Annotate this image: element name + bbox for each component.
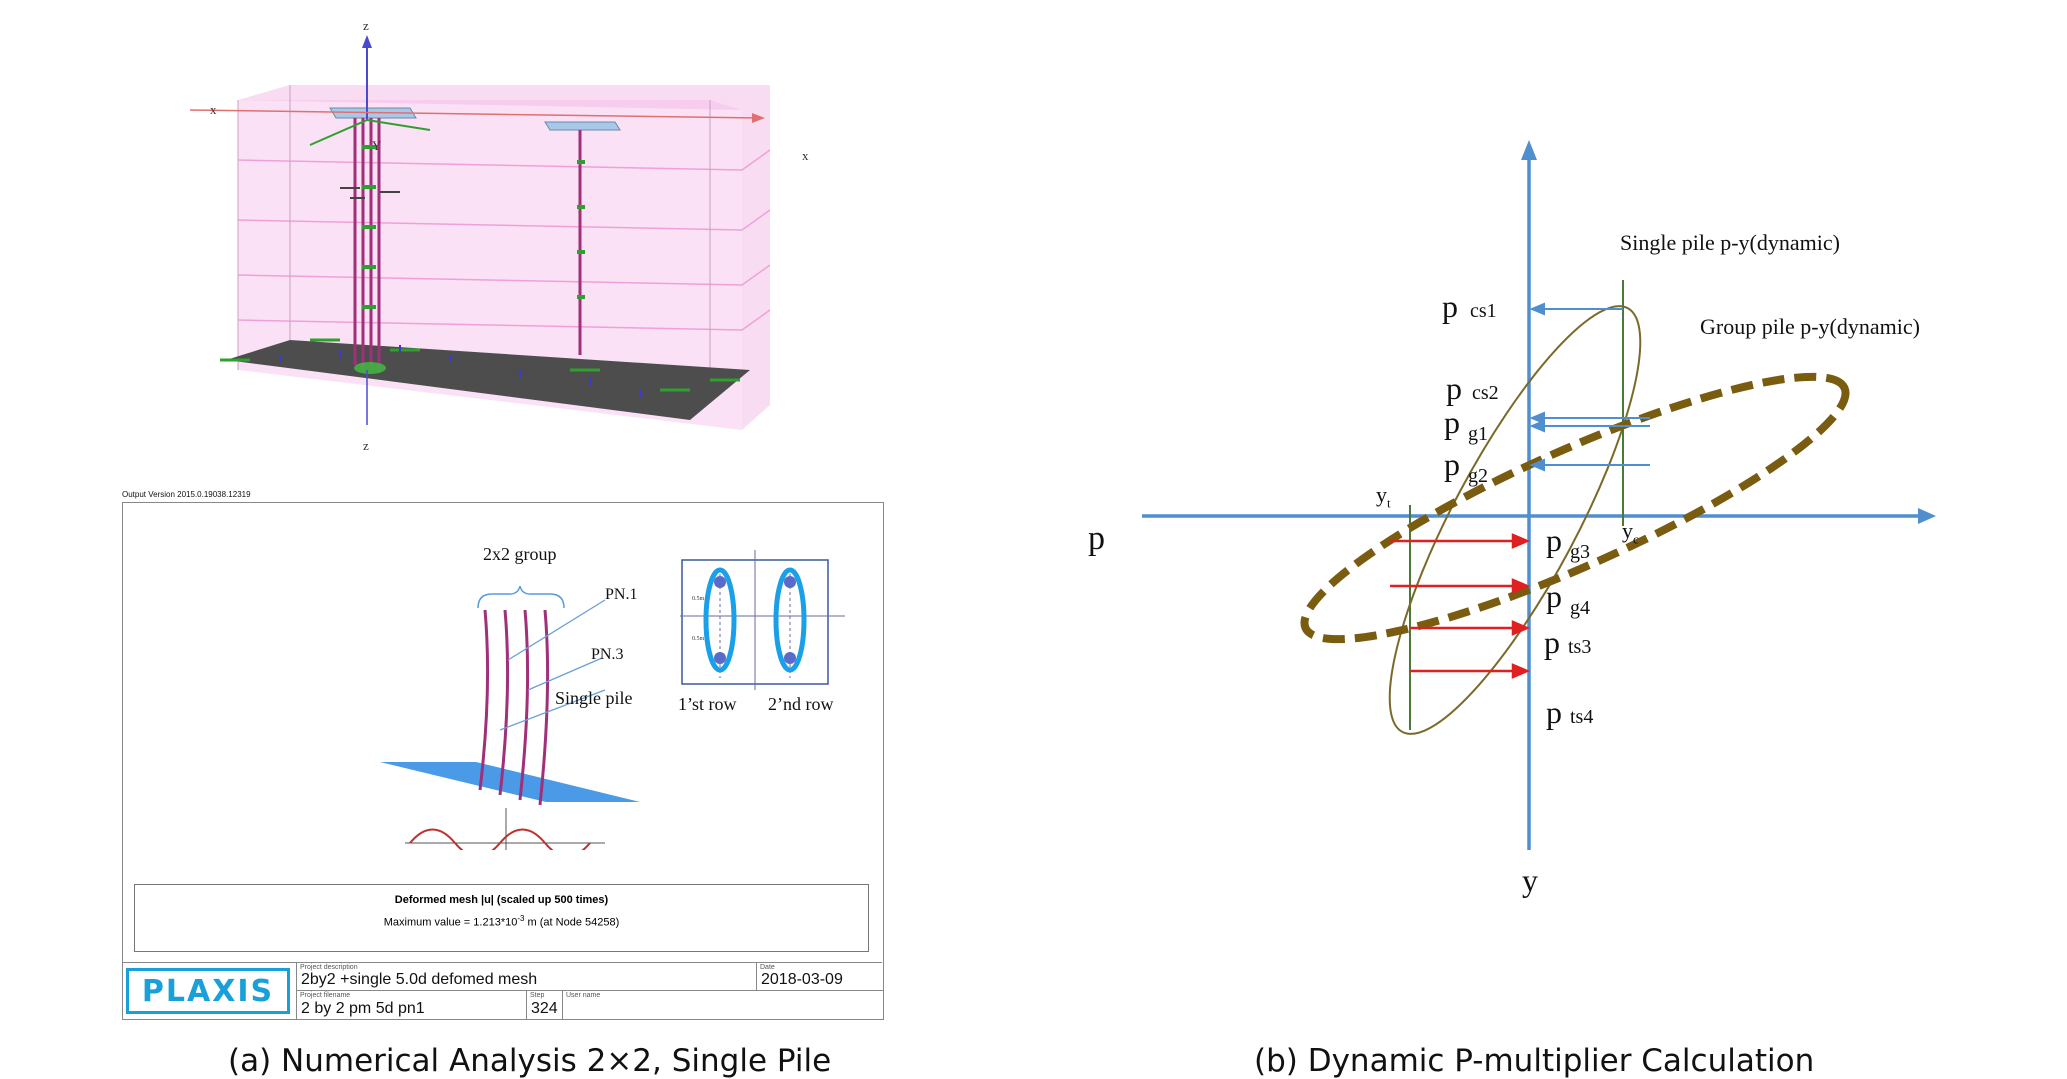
result-max-prefix: Maximum value = 1.213*10: [383, 916, 518, 929]
base-plate: [226, 340, 750, 420]
date-label: Date: [760, 964, 775, 971]
label-pcs1: p cs1: [1442, 288, 1497, 325]
result-box: Deformed mesh |u| (scaled up 500 times) …: [134, 884, 869, 952]
pcs2-main: p: [1446, 370, 1462, 406]
output-version: Output Version 2015.0.19038.12319: [122, 490, 251, 499]
group-label: 2x2 group: [483, 544, 557, 564]
user-label: User name: [566, 992, 601, 999]
pg1-sub: g1: [1468, 423, 1488, 446]
axis-x-right: x: [802, 148, 809, 163]
file-value: 2 by 2 pm 5d pn1: [301, 1000, 425, 1017]
date-cell: Date 2018-03-09: [756, 963, 883, 991]
pcs1-sub: cs1: [1470, 300, 1497, 322]
plaxis-3d-model: z z x x Y: [190, 18, 809, 453]
pts4-sub: ts4: [1570, 706, 1594, 728]
group-pile-py-label: Group pile p-y(dynamic): [1700, 314, 1920, 339]
result-max-value: Maximum value = 1.213*10-3 m (at Node 54…: [135, 914, 868, 929]
pg4-main: p: [1546, 578, 1562, 614]
pn3-label: PN.3: [591, 646, 624, 663]
pcs2-sub: cs2: [1472, 382, 1499, 404]
axis-z-top: z: [363, 18, 369, 33]
deformed-piles-schematic: [380, 585, 640, 850]
yt-main: y: [1376, 482, 1387, 507]
pg3-sub: g3: [1570, 541, 1590, 564]
yc-main: y: [1622, 518, 1633, 543]
label-pcs2: p cs2: [1446, 370, 1499, 407]
group-pile-ellipse: [1300, 372, 1850, 644]
file-cell: Project filename 2 by 2 pm 5d pn1: [296, 991, 527, 1019]
py-diagram: [1142, 140, 1936, 850]
label-pg3: p g3: [1546, 522, 1590, 564]
yc-sub: c: [1633, 531, 1639, 547]
axis-p-label: p: [1088, 520, 1105, 557]
spacing-label-top: 0.5m: [692, 596, 705, 602]
single-pile-label: Single pile: [555, 688, 633, 708]
pn1-label: PN.1: [605, 586, 638, 603]
yc-label: yc: [1622, 518, 1639, 547]
row1-label: 1’st row: [678, 694, 737, 714]
pg2-sub: g2: [1468, 465, 1488, 488]
desc-cell: Project description 2by2 +single 5.0d de…: [296, 963, 757, 991]
file-label: Project filename: [300, 992, 351, 999]
single-pile-ellipse: [1388, 305, 1642, 735]
pcs1-main: p: [1442, 288, 1458, 324]
single-pile-py-label: Single pile p-y(dynamic): [1620, 230, 1840, 255]
caption-b: (b) Dynamic P-multiplier Calculation: [1254, 1043, 1815, 1079]
step-label: Step: [530, 992, 545, 999]
label-pg1: p g1: [1444, 404, 1488, 446]
pg1-main: p: [1444, 404, 1460, 440]
result-title: Deformed mesh |u| (scaled up 500 times): [394, 894, 609, 906]
spacing-label-bottom: 0.5m: [692, 636, 705, 642]
pts3-main: p: [1544, 624, 1560, 660]
row2-label: 2’nd row: [768, 694, 834, 714]
pts4-main: p: [1546, 694, 1562, 730]
label-pts4: p ts4: [1546, 694, 1593, 731]
pg2-main: p: [1444, 446, 1460, 482]
yt-sub: t: [1387, 495, 1391, 511]
plaxis-logo: PLAXIS: [126, 968, 290, 1014]
desc-label: Project description: [300, 964, 358, 971]
caption-a: (a) Numerical Analysis 2×2, Single Pile: [228, 1043, 832, 1079]
pile-cap-single: [544, 121, 621, 131]
pile-row-plan: 0.5m 0.5m: [680, 550, 845, 690]
axis-y-label: y: [1522, 862, 1538, 898]
step-cell: Step 324: [526, 991, 563, 1019]
desc-value: 2by2 +single 5.0d defomed mesh: [301, 971, 538, 988]
result-max-suffix: m (at Node 54258): [524, 916, 620, 929]
title-block: Project description 2by2 +single 5.0d de…: [122, 962, 883, 1019]
pg4-sub: g4: [1570, 597, 1590, 620]
label-pts3: p ts3: [1544, 624, 1591, 661]
axis-y: Y: [372, 138, 382, 153]
result-max-exp: -3: [517, 914, 525, 923]
axis-x-left: x: [210, 102, 217, 117]
label-pg2: p g2: [1444, 446, 1488, 488]
user-cell: User name: [562, 991, 883, 1019]
axis-z-bottom: z: [363, 438, 369, 453]
label-pg4: p g4: [1546, 578, 1590, 620]
pg3-main: p: [1546, 522, 1562, 558]
step-value: 324: [531, 1000, 558, 1017]
date-value: 2018-03-09: [761, 971, 843, 988]
pts3-sub: ts3: [1568, 636, 1592, 658]
yt-label: yt: [1376, 482, 1391, 511]
